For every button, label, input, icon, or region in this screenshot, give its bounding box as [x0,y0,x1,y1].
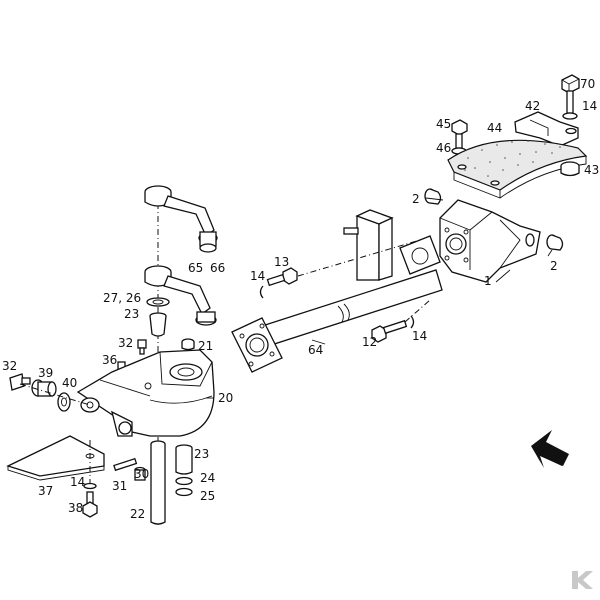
callout-30: 30 [134,467,149,481]
washer-14-top [562,112,578,120]
callout-2-upper: 2 [412,192,420,206]
callout-42: 42 [525,99,540,113]
callout-2-lower: 2 [550,259,558,273]
callout-12: 12 [362,335,377,349]
clip-14-right [410,315,415,329]
callout-46: 46 [436,141,451,155]
callout-65: 65 [188,261,203,275]
circlip-25 [175,487,193,497]
callout-23-upper: 23 [124,307,139,321]
pin-22 [150,440,166,525]
bush-2-lower [546,234,564,251]
bolt-13 [266,267,298,287]
callout-25: 25 [200,489,215,503]
callout-32-left: 32 [2,359,17,373]
lever-66 [144,185,218,253]
bush-23-upper [149,312,167,337]
plate-37 [6,435,105,481]
grease-nipple-32-left [9,373,31,391]
callout-1: 1 [484,274,492,288]
callouts: 70 42 14 45 44 46 43 2 2 1 13 14 66 65 2… [2,77,599,521]
housing-20 [76,349,215,437]
pad-44 [447,139,588,199]
callout-70: 70 [580,77,595,91]
washer-24 [175,476,193,486]
bush-2-upper [424,188,442,205]
bolt-38 [82,491,98,518]
callout-64: 64 [308,343,323,357]
callout-24: 24 [200,471,215,485]
callout-14-bottom: 14 [70,475,85,489]
bush-23-lower [175,444,193,475]
callout-43: 43 [584,163,599,177]
callout-38: 38 [68,501,83,515]
callout-20: 20 [218,391,233,405]
callout-23-lower: 23 [194,447,209,461]
bolt-70 [561,74,580,114]
callout-66: 66 [210,261,225,275]
callout-27-26: 27, 26 [103,291,141,305]
bracket-42 [514,111,579,147]
callout-14-mid: 14 [250,269,265,283]
callout-44: 44 [487,121,502,135]
shaft-64 [261,209,443,347]
callout-39: 39 [38,366,53,380]
callout-45: 45 [436,117,451,131]
housing-1 [439,199,541,283]
bolt-45 [451,119,468,149]
pin-30 [134,466,146,481]
flange-plate [231,317,283,373]
callout-36: 36 [102,353,117,367]
callout-13: 13 [274,255,289,269]
clip-14-mid [259,285,264,299]
callout-22: 22 [130,507,145,521]
callout-14-right: 14 [412,329,427,343]
pin-31 [113,457,138,472]
washer-40 [57,392,71,412]
callout-31: 31 [112,479,127,493]
washer-14-bottom [83,482,97,490]
bolt-12 [371,319,408,343]
washer-27-26 [146,297,170,307]
brand-logo-icon [566,568,596,592]
nut-43 [560,161,580,177]
lever-65 [144,265,217,326]
direction-arrow-icon [531,430,569,468]
callout-14: 14 [582,99,597,113]
callout-32-upper: 32 [118,336,133,350]
callout-21: 21 [198,339,213,353]
grease-nipple-32-upper [137,339,147,355]
callout-37: 37 [38,484,53,498]
leader-lines [206,197,553,399]
callout-40: 40 [62,376,77,390]
cap-21 [181,338,195,351]
fitting-39 [31,379,57,397]
